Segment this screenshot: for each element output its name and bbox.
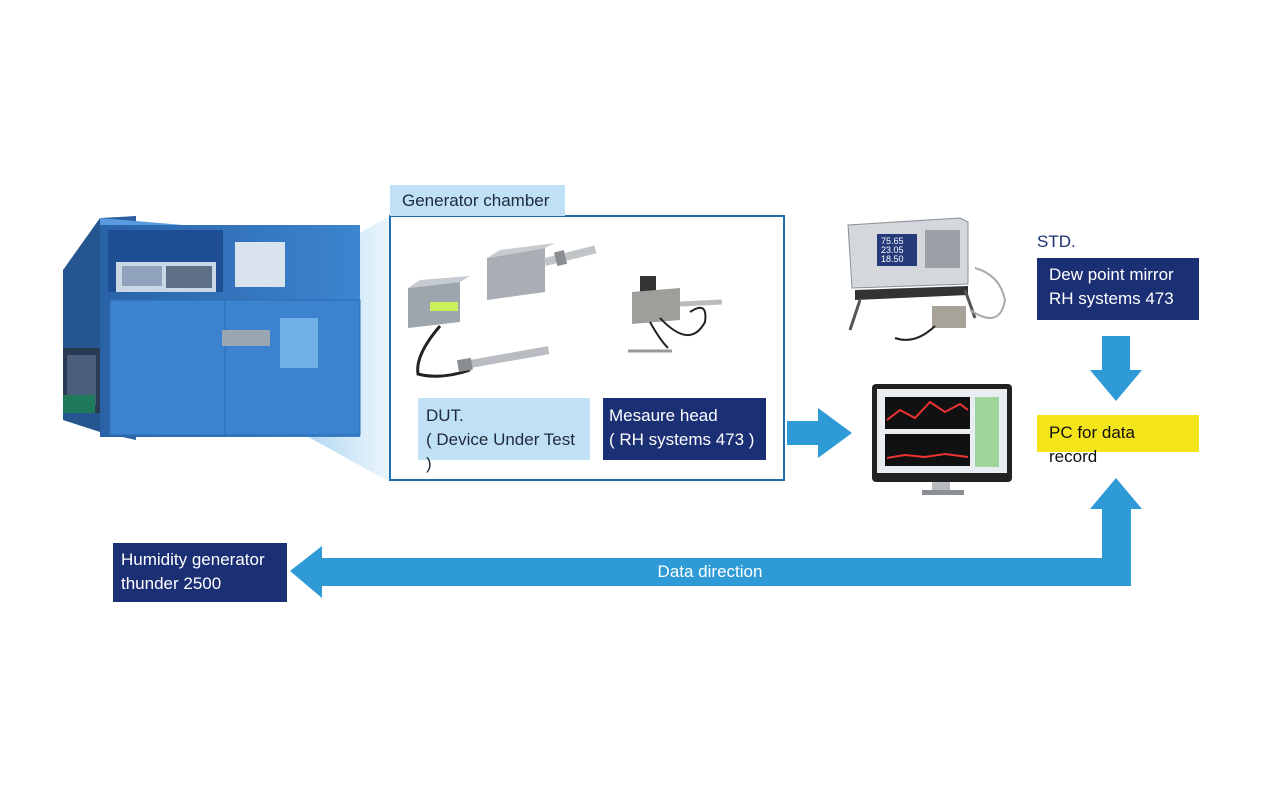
std-title: STD.	[1037, 232, 1076, 251]
dew-point-line1: Dew point mirror	[1049, 265, 1174, 284]
dew-point-line2: RH systems 473	[1049, 289, 1174, 308]
humidity-generator-label: Humidity generator thunder 2500	[113, 543, 287, 602]
generator-chamber-tab: Generator chamber	[390, 185, 565, 216]
humidity-generator-illustration	[63, 216, 361, 440]
measure-head-title: Mesaure head	[609, 406, 718, 425]
chamber-contents	[408, 243, 723, 378]
dut-sensor-box-1	[408, 276, 550, 378]
arrow-data-direction	[290, 478, 1142, 598]
dut-title: DUT.	[426, 406, 464, 425]
readout-3: 18.50	[881, 254, 904, 264]
measure-head-subtitle: ( RH systems 473 )	[609, 430, 755, 449]
measure-head	[628, 276, 723, 353]
arrow-chamber-to-pc	[787, 408, 852, 458]
pc-monitor-illustration	[872, 384, 1012, 495]
readout-2: 23.05	[881, 245, 904, 255]
dut-subtitle: ( Device Under Test )	[426, 430, 575, 473]
readout-1: 75.65	[881, 236, 904, 246]
generator-chamber-title: Generator chamber	[402, 191, 550, 210]
pc-label-text: PC for data record	[1049, 423, 1135, 466]
pc-data-record-label: PC for data record	[1037, 415, 1199, 466]
instrument-display-readouts: 75.65 23.05 18.50	[881, 237, 904, 264]
humidity-generator-line2: thunder 2500	[121, 574, 222, 593]
humidity-generator-line1: Humidity generator	[121, 550, 265, 569]
dut-label: DUT. ( Device Under Test )	[418, 398, 590, 473]
data-direction-label: Data direction	[657, 562, 763, 581]
arrow-std-to-pc	[1090, 336, 1142, 401]
dew-point-instrument-illustration	[847, 217, 1007, 341]
dut-sensor-box-2	[487, 243, 597, 300]
dew-point-mirror-label: Dew point mirror RH systems 473	[1037, 258, 1199, 320]
measure-head-label: Mesaure head ( RH systems 473 )	[603, 398, 766, 460]
